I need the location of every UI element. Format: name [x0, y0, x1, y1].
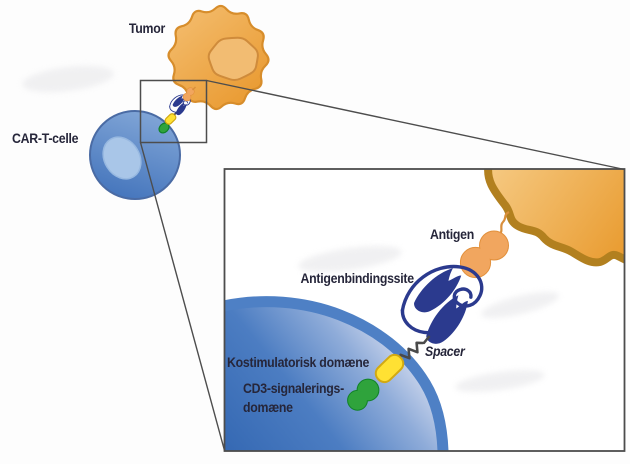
membrane-arc — [225, 296, 449, 451]
cd3-domain-shape — [347, 378, 380, 411]
background-wisp — [22, 65, 114, 93]
background-wisp — [298, 245, 402, 273]
car-t-nucleus — [102, 136, 142, 180]
mini-costim-domain — [164, 113, 177, 125]
zoom-detail-box — [223, 168, 626, 452]
cd3-domain-label-line1: CD3-signalerings- — [243, 380, 344, 396]
tumor-membrane-edge — [484, 169, 624, 267]
car-t-membrane-detail — [225, 296, 449, 451]
binding-site-label: Antigenbindingssite — [300, 270, 415, 286]
car-t-cell-label: CAR-T-celle — [12, 130, 79, 146]
car-t-cell — [89, 110, 181, 200]
spacer-label: Spacer — [425, 343, 465, 359]
cd3-domain-label: CD3-signalerings- domæne — [243, 379, 344, 417]
cd3-domain-label-line2: domæne — [243, 399, 293, 415]
tumor-cell-detail — [484, 169, 624, 267]
mini-car-receptor — [158, 86, 197, 134]
antigen-label: Antigen — [429, 226, 474, 242]
connector-line-top — [206, 79, 625, 171]
background-wisp — [455, 370, 545, 392]
antigen-shape — [459, 211, 510, 279]
spacer-spring — [397, 335, 431, 363]
costimulatory-domain-label: Kostimulatorisk domæne — [227, 354, 370, 370]
zoom-source-box — [139, 79, 208, 144]
tumor-label: Tumor — [128, 20, 165, 36]
connector-line-bottom — [139, 142, 226, 451]
mini-antigen — [182, 86, 197, 102]
tumor-nucleus — [207, 36, 259, 81]
tumor-cell — [167, 4, 270, 111]
costimulatory-domain-shape — [374, 353, 405, 384]
background-wisp — [481, 291, 559, 319]
